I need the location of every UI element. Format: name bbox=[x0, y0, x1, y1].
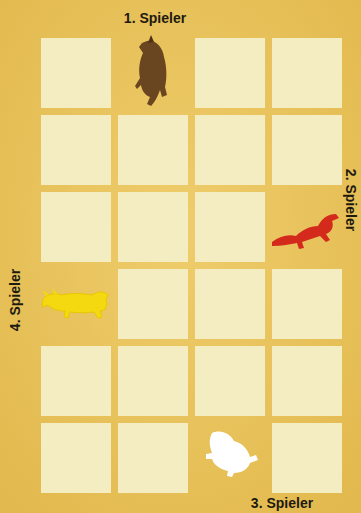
player-label: 3. Spieler bbox=[251, 495, 313, 511]
board-cell bbox=[195, 346, 265, 416]
board-cell bbox=[118, 269, 188, 339]
board-cell bbox=[195, 115, 265, 185]
yellow-animal bbox=[42, 292, 108, 318]
player-label: 4. Spieler bbox=[7, 269, 23, 331]
board-cell bbox=[272, 423, 342, 493]
board-cell bbox=[118, 423, 188, 493]
board-cell bbox=[41, 192, 111, 262]
board-cell bbox=[41, 423, 111, 493]
red-animal bbox=[272, 214, 339, 249]
board-cell bbox=[41, 38, 111, 108]
player-label: 2. Spieler bbox=[343, 169, 359, 231]
boar-body bbox=[135, 41, 167, 106]
board-cell bbox=[41, 346, 111, 416]
board-cell bbox=[272, 38, 342, 108]
white-figure bbox=[206, 431, 258, 477]
boar-figure bbox=[135, 35, 167, 106]
board-cell bbox=[41, 115, 111, 185]
yellow-feet bbox=[42, 288, 58, 296]
board-cell bbox=[118, 192, 188, 262]
white-animal bbox=[206, 431, 258, 477]
board-cell bbox=[118, 115, 188, 185]
grid bbox=[41, 38, 342, 493]
board-cell bbox=[272, 269, 342, 339]
board-cell bbox=[195, 269, 265, 339]
board-cell bbox=[195, 192, 265, 262]
board-cell bbox=[272, 346, 342, 416]
red-figure bbox=[272, 214, 339, 249]
board-cell bbox=[272, 115, 342, 185]
yellow-figure bbox=[42, 288, 108, 318]
boar-ear bbox=[148, 35, 154, 43]
board-cell bbox=[118, 346, 188, 416]
player-label: 1. Spieler bbox=[124, 10, 186, 26]
board-cell bbox=[195, 38, 265, 108]
